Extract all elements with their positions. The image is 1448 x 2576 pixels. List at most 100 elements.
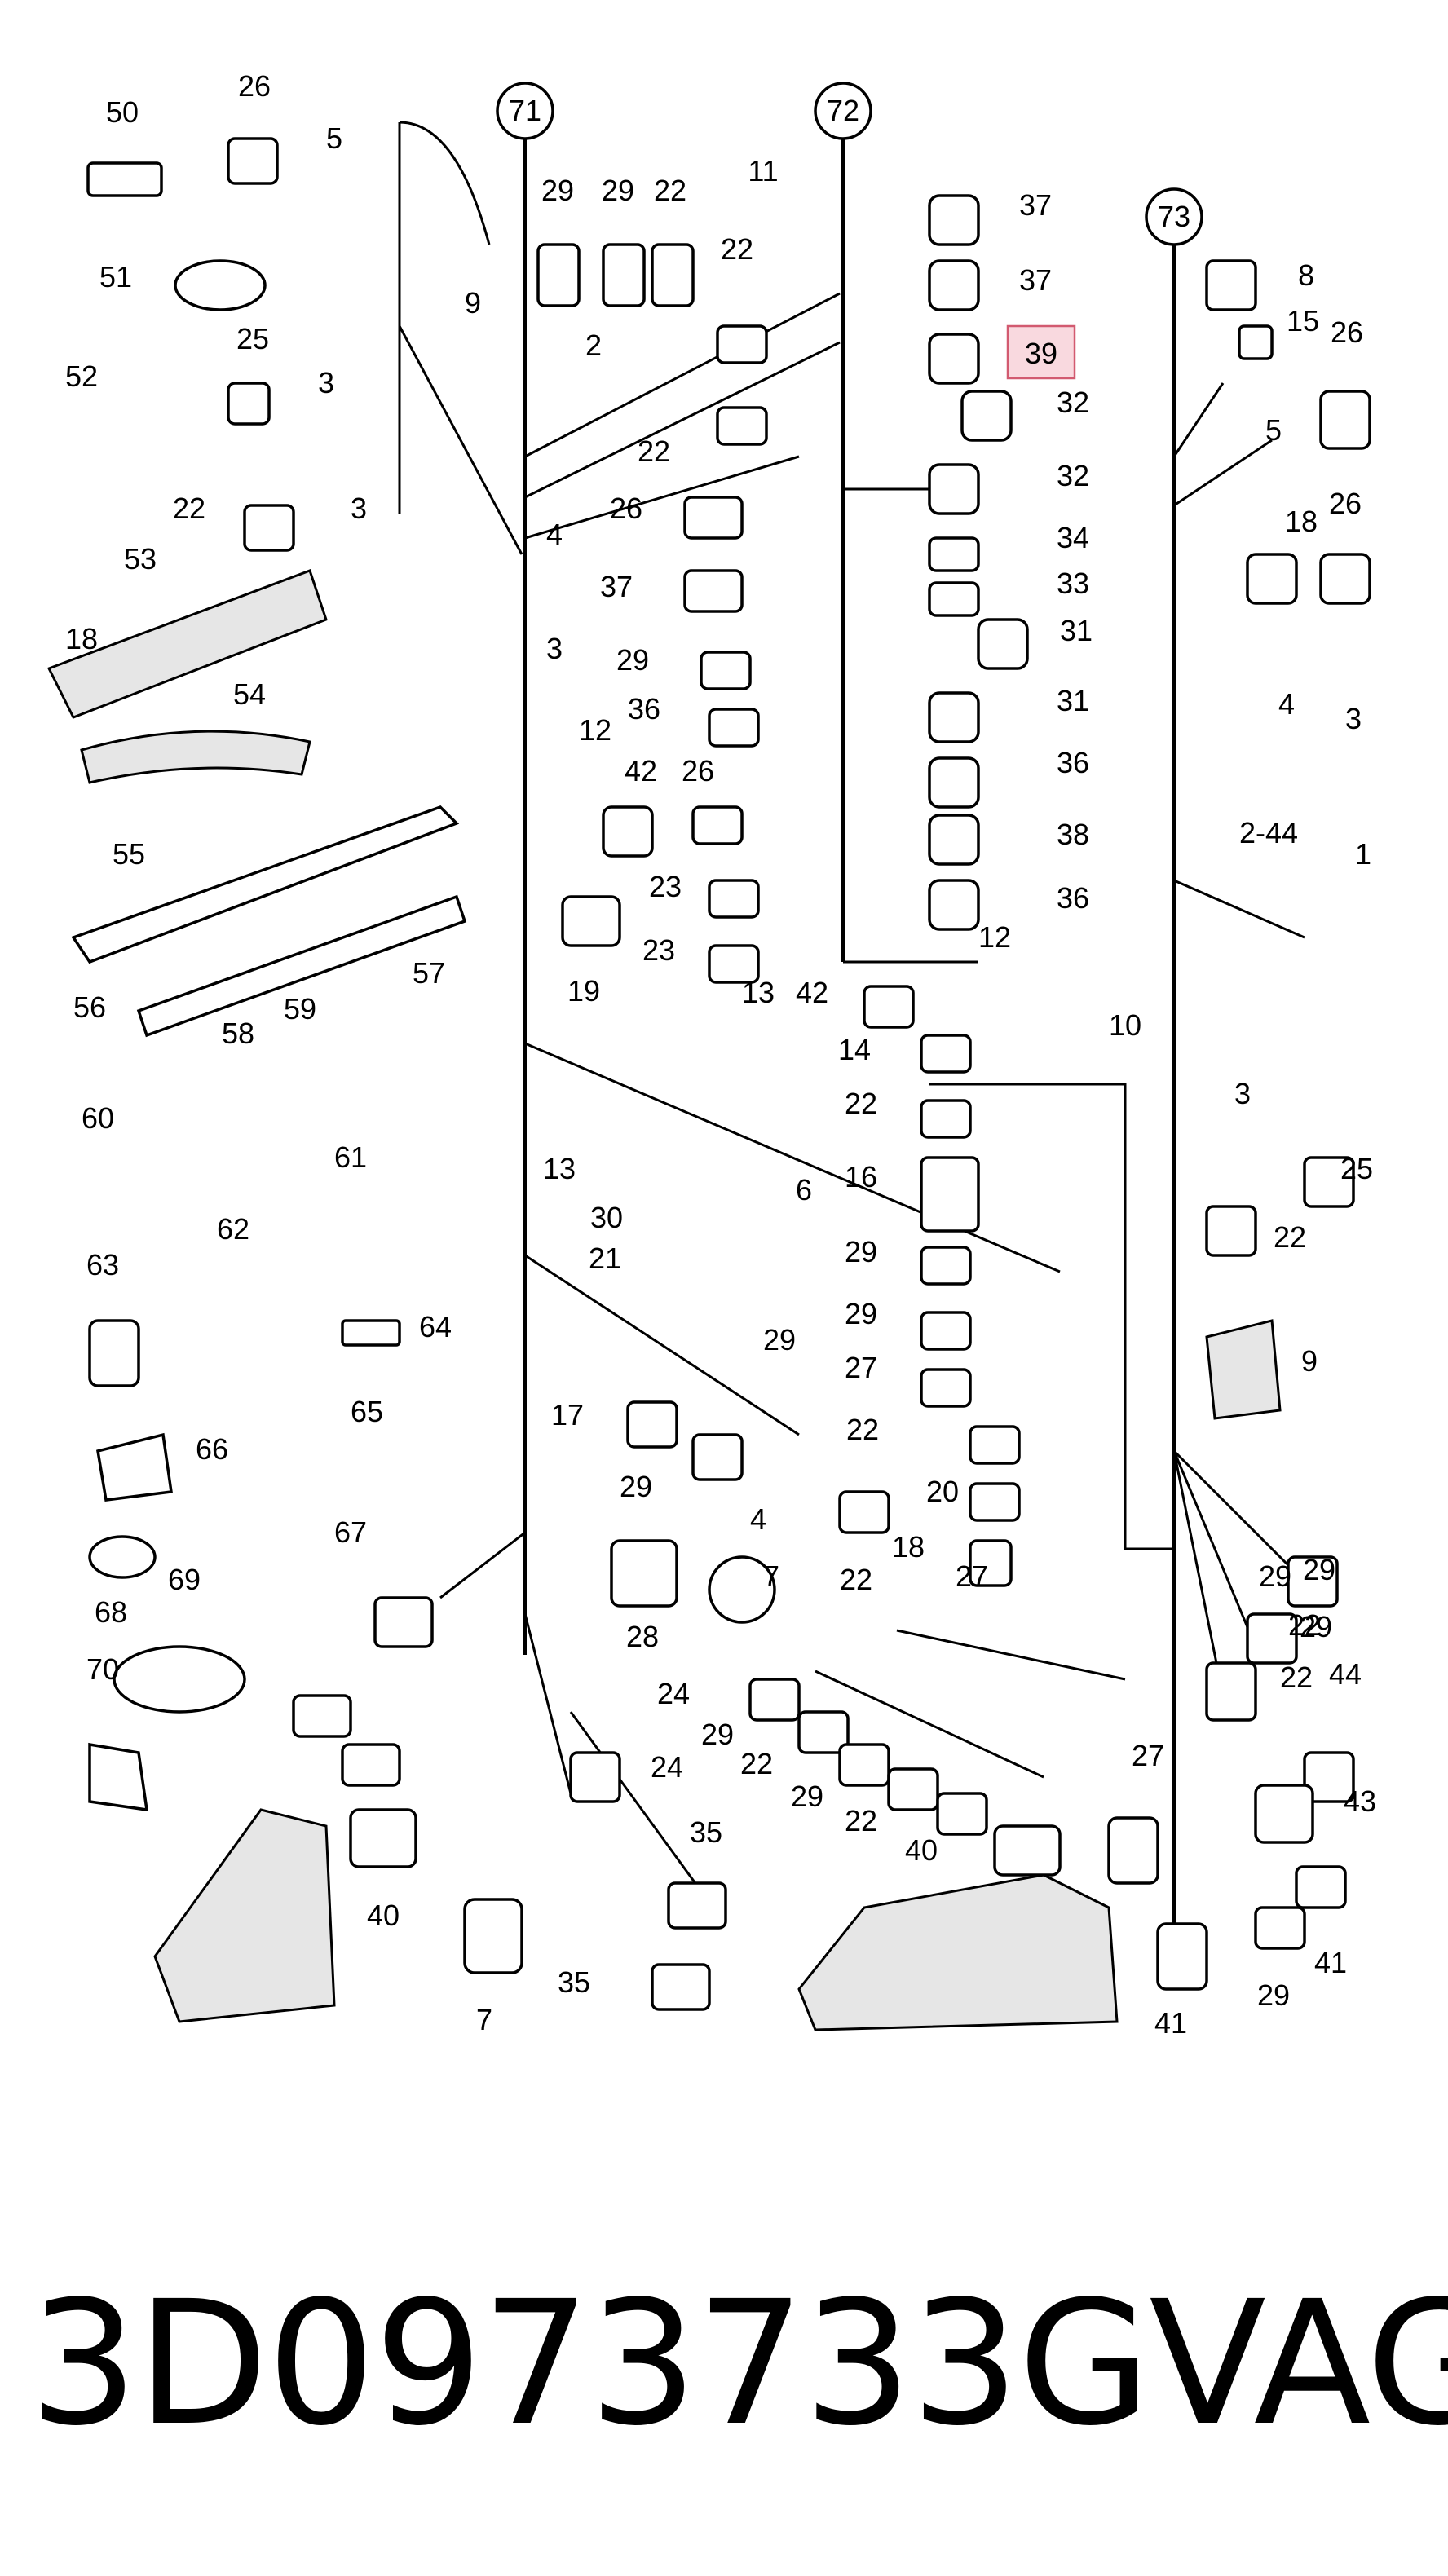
callout-label: 28 — [626, 1620, 659, 1653]
callout-label: 41 — [1314, 1946, 1347, 1979]
callout-label: 70 — [86, 1652, 119, 1686]
callout-label: 15 — [1287, 304, 1319, 337]
callout-label: 41 — [1154, 2006, 1187, 2040]
callout-label: 68 — [95, 1595, 127, 1629]
callout-label: 19 — [567, 974, 600, 1008]
callout-label: 62 — [217, 1212, 249, 1246]
callout-label: 42 — [796, 976, 828, 1009]
callout-label: 64 — [419, 1310, 452, 1343]
callout-label: 27 — [956, 1559, 988, 1593]
callout-label: 59 — [284, 992, 316, 1026]
callout-label: 32 — [1057, 386, 1089, 419]
callout-label: 37 — [600, 570, 633, 603]
callout-label: 65 — [351, 1395, 383, 1428]
callout-label: 50 — [106, 95, 139, 129]
highlighted-callout-label: 39 — [1025, 337, 1057, 370]
callout-label: 51 — [99, 260, 132, 293]
callout-label: 43 — [1344, 1784, 1376, 1818]
callout-label: 8 — [1298, 258, 1314, 292]
callout-label: 29 — [763, 1323, 796, 1356]
callout-label: 67 — [334, 1515, 367, 1549]
callout-label: 61 — [334, 1140, 367, 1174]
callout-label: 5 — [1265, 413, 1282, 447]
callout-label: 17 — [551, 1398, 584, 1431]
callout-label: 52 — [65, 359, 98, 393]
callout-label: 26 — [682, 754, 714, 787]
callout-label: 37 — [1019, 263, 1052, 297]
callout-label: 23 — [642, 933, 675, 967]
callout-label: 29 — [701, 1718, 734, 1751]
callout-label: 18 — [892, 1530, 925, 1564]
callout-label: 26 — [1331, 315, 1363, 349]
callout-label: 29 — [616, 643, 649, 677]
callout-label: 29 — [1300, 1610, 1332, 1643]
callout-label: 29 — [1303, 1553, 1335, 1586]
callout-label: 42 — [625, 754, 657, 787]
callout-label: 4 — [546, 518, 563, 551]
callout-label: 22 — [1280, 1661, 1313, 1694]
circle-label-73-text: 73 — [1158, 200, 1190, 233]
callout-label: 26 — [238, 69, 271, 103]
callout-label: 12 — [579, 713, 611, 747]
callout-label: 38 — [1057, 818, 1089, 851]
callout-label: 29 — [620, 1470, 652, 1503]
callout-label: 31 — [1060, 614, 1093, 647]
callout-label: 32 — [1057, 459, 1089, 492]
callout-label: 10 — [1109, 1008, 1141, 1042]
callout-label: 30 — [590, 1201, 623, 1234]
callout-label: 29 — [602, 174, 634, 207]
callout-label: 66 — [196, 1432, 228, 1466]
callout-label: 4 — [750, 1502, 766, 1536]
callout-label: 22 — [638, 434, 670, 468]
callout-label: 4 — [1278, 687, 1295, 721]
callout-label: 11 — [748, 154, 778, 187]
callout-label: 22 — [173, 492, 205, 525]
callout-label: 23 — [649, 870, 682, 903]
callout-label: 9 — [465, 286, 481, 320]
callout-label: 35 — [558, 1965, 590, 1999]
highlighted-callout-39: 39 — [1006, 324, 1076, 380]
callout-label: 25 — [1340, 1152, 1373, 1185]
callout-label: 21 — [589, 1242, 621, 1275]
callout-label: 26 — [1329, 487, 1362, 520]
callout-label: 56 — [73, 990, 106, 1024]
callout-label: 29 — [541, 174, 574, 207]
callout-label: 22 — [846, 1413, 879, 1446]
callout-label: 1 — [1355, 837, 1371, 871]
circle-label-71-text: 71 — [509, 94, 541, 127]
circle-label-73: 73 — [1145, 187, 1203, 246]
callout-label: 22 — [840, 1563, 872, 1596]
callout-label: 39 — [1024, 337, 1057, 370]
callout-label: 27 — [1132, 1739, 1164, 1772]
callout-label: 22 — [1288, 1608, 1321, 1642]
callout-label: 37 — [1019, 188, 1052, 222]
wiring-harness-diagram: 71 72 73 — [46, 69, 1376, 2040]
callout-label: 14 — [838, 1033, 871, 1066]
callout-label: 54 — [233, 677, 266, 711]
callout-label: 40 — [367, 1899, 400, 1932]
callout-label: 18 — [65, 622, 98, 655]
callout-label: 27 — [845, 1351, 877, 1384]
callout-label: 22 — [1274, 1220, 1306, 1254]
footer: 3D0973733G VAG — [29, 2258, 1448, 2470]
callout-label: 29 — [845, 1235, 877, 1268]
circle-label-72: 72 — [814, 82, 872, 140]
callout-label: 29 — [791, 1780, 823, 1813]
callout-label: 60 — [82, 1101, 114, 1135]
callout-label: 26 — [610, 492, 642, 525]
callout-label: 34 — [1057, 521, 1089, 554]
callout-label: 22 — [740, 1747, 773, 1780]
callout-label: 3 — [318, 366, 334, 399]
callout-label: 36 — [1057, 746, 1089, 779]
callout-label: 3 — [1345, 702, 1362, 735]
callout-label: 55 — [113, 837, 145, 871]
callout-label: 5 — [326, 121, 342, 155]
callout-label: 29 — [1257, 1978, 1290, 2012]
callout-label: 29 — [1259, 1559, 1291, 1593]
callout-label: 24 — [651, 1750, 683, 1784]
callout-label: 22 — [845, 1087, 877, 1120]
callout-label: 20 — [926, 1475, 959, 1508]
harness-trunks — [398, 121, 1306, 1924]
callout-label: 25 — [236, 322, 269, 355]
